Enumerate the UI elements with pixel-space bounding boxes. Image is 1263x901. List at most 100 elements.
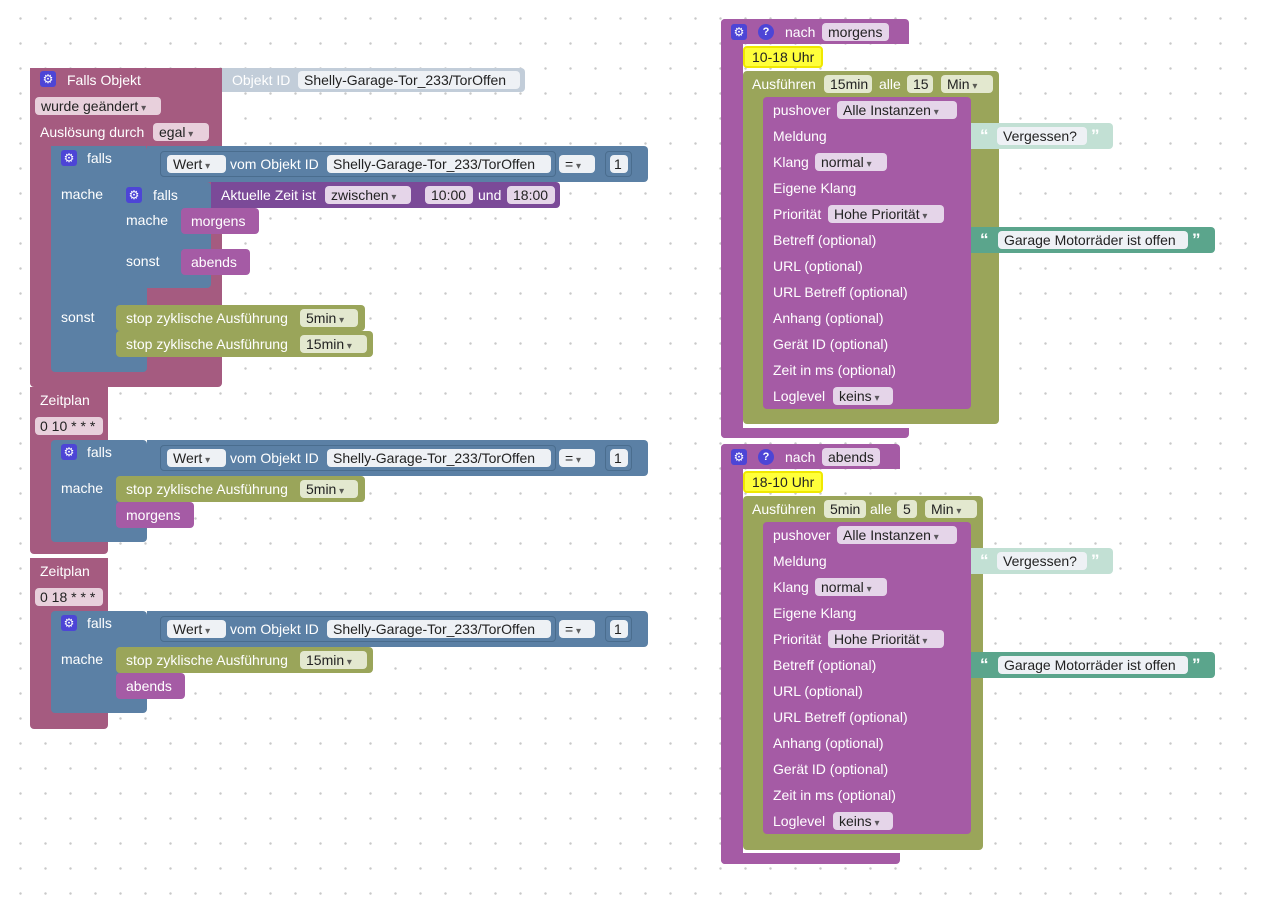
ausloesung-label: Auslösung durch: [40, 124, 145, 140]
pushover-block[interactable]: [763, 522, 971, 834]
pushover-block[interactable]: [763, 97, 971, 409]
unit-dropdown[interactable]: Min: [925, 500, 977, 518]
vom-objekt-label: vom Objekt ID: [230, 450, 319, 466]
help-icon[interactable]: ?: [758, 24, 774, 40]
betreff-field[interactable]: Garage Motorräder ist offen: [998, 231, 1188, 249]
time-compare-label: Aktuelle Zeit ist: [221, 187, 316, 203]
procedure-body: [721, 444, 743, 864]
loglevel-dropdown[interactable]: keins: [833, 387, 893, 405]
number-field[interactable]: 1: [610, 155, 628, 173]
then-label: mache: [61, 480, 104, 496]
wert-dropdown[interactable]: Wert: [167, 620, 226, 638]
procedure-name-field[interactable]: abends: [822, 448, 880, 466]
loglevel-label: Loglevel: [773, 813, 826, 829]
vom-objekt-label: vom Objekt ID: [230, 156, 319, 172]
pushover-label: pushover: [773, 102, 831, 118]
betreff-label: Betreff (optional): [773, 657, 877, 673]
procedure-body: [721, 19, 743, 438]
cron-field[interactable]: 0 18 * * *: [35, 588, 103, 606]
ausfuehren-label: Ausführen: [752, 76, 816, 92]
cron-field[interactable]: 0 10 * * *: [35, 417, 103, 435]
wert-dropdown[interactable]: Wert: [167, 449, 226, 467]
comment-bubble[interactable]: 10-18 Uhr: [743, 46, 824, 68]
interval-field[interactable]: 15: [907, 75, 933, 93]
close-quote-icon: ”: [1091, 126, 1100, 145]
anhang-label: Anhang (optional): [773, 310, 884, 326]
gear-icon[interactable]: ⚙: [731, 449, 747, 465]
object-id-field[interactable]: Shelly-Garage-Tor_233/TorOffen: [327, 620, 551, 638]
stop-timer-dropdown[interactable]: 5min: [300, 309, 358, 327]
prioritaet-label: Priorität: [773, 631, 822, 647]
call-morgens-block[interactable]: [181, 208, 259, 234]
instance-dropdown[interactable]: Alle Instanzen: [837, 526, 957, 544]
klang-label: Klang: [773, 154, 809, 170]
procedure-footer: [721, 428, 909, 438]
prioritaet-dropdown[interactable]: Hohe Priorität: [828, 630, 944, 648]
ausloesung-dropdown[interactable]: egal: [153, 123, 209, 141]
prioritaet-dropdown[interactable]: Hohe Priorität: [828, 205, 944, 223]
url-betreff-label: URL Betreff (optional): [773, 709, 908, 725]
open-quote-icon: “: [980, 551, 989, 570]
close-quote-icon: ”: [1192, 655, 1201, 674]
interval-field[interactable]: 5: [897, 500, 917, 518]
meldung-label: Meldung: [773, 553, 827, 569]
wert-dropdown[interactable]: Wert: [167, 155, 226, 173]
loglevel-dropdown[interactable]: keins: [833, 812, 893, 830]
gear-icon[interactable]: ⚙: [731, 24, 747, 40]
then-label: mache: [61, 651, 104, 667]
gear-icon[interactable]: ⚙: [61, 444, 77, 460]
loglevel-label: Loglevel: [773, 388, 826, 404]
unit-dropdown[interactable]: Min: [941, 75, 993, 93]
close-quote-icon: ”: [1192, 230, 1201, 249]
stop-timer-dropdown[interactable]: 15min: [300, 335, 367, 353]
call-morgens-label: morgens: [126, 507, 181, 523]
time-mode-dropdown[interactable]: zwischen: [325, 186, 411, 204]
procedure-name-field[interactable]: morgens: [822, 23, 889, 41]
pushover-label: pushover: [773, 527, 831, 543]
operator-dropdown[interactable]: =: [559, 155, 595, 173]
number-field[interactable]: 1: [610, 449, 628, 467]
alle-label: alle: [879, 76, 901, 92]
meldung-field[interactable]: Vergessen?: [997, 127, 1087, 145]
close-quote-icon: ”: [1091, 551, 1100, 570]
instance-dropdown[interactable]: Alle Instanzen: [837, 101, 957, 119]
stop-timer-dropdown[interactable]: 15min: [300, 651, 367, 669]
inner-if-label: falls: [153, 187, 178, 203]
trigger-block-footer: [30, 376, 222, 387]
help-icon[interactable]: ?: [758, 449, 774, 465]
timer-name-field[interactable]: 5min: [824, 500, 866, 518]
gear-icon[interactable]: ⚙: [126, 187, 142, 203]
geraet-label: Gerät ID (optional): [773, 336, 889, 352]
gear-icon[interactable]: ⚙: [61, 615, 77, 631]
procedure-nach-label: nach: [785, 24, 816, 40]
number-field[interactable]: 1: [610, 620, 628, 638]
klang-dropdown[interactable]: normal: [815, 153, 887, 171]
open-quote-icon: “: [980, 230, 989, 249]
call-morgens-label: morgens: [191, 213, 246, 229]
vom-objekt-label: vom Objekt ID: [230, 621, 319, 637]
url-betreff-label: URL Betreff (optional): [773, 284, 908, 300]
call-abends-block[interactable]: [181, 249, 250, 275]
klang-label: Klang: [773, 579, 809, 595]
stop-timer-dropdown[interactable]: 5min: [300, 480, 358, 498]
comment-bubble[interactable]: 18-10 Uhr: [743, 471, 824, 493]
betreff-field[interactable]: Garage Motorräder ist offen: [998, 656, 1188, 674]
meldung-field[interactable]: Vergessen?: [997, 552, 1087, 570]
timer-name-field[interactable]: 15min: [824, 75, 872, 93]
gear-icon[interactable]: ⚙: [40, 71, 56, 87]
eigene-klang-label: Eigene Klang: [773, 180, 857, 196]
gear-icon[interactable]: ⚙: [61, 150, 77, 166]
call-abends-block[interactable]: [116, 673, 185, 699]
object-id-field[interactable]: Shelly-Garage-Tor_233/TorOffen: [327, 449, 551, 467]
call-morgens-block[interactable]: [116, 502, 194, 528]
object-id-field[interactable]: Shelly-Garage-Tor_233/TorOffen: [327, 155, 551, 173]
change-dropdown[interactable]: wurde geändert: [35, 97, 161, 115]
time-from-field[interactable]: 10:00: [425, 186, 473, 204]
call-abends-label: abends: [191, 254, 237, 270]
klang-dropdown[interactable]: normal: [815, 578, 887, 596]
time-to-field[interactable]: 18:00: [507, 186, 555, 204]
meldung-label: Meldung: [773, 128, 827, 144]
operator-dropdown[interactable]: =: [559, 449, 595, 467]
operator-dropdown[interactable]: =: [559, 620, 595, 638]
object-id-field[interactable]: Shelly-Garage-Tor_233/TorOffen: [298, 71, 520, 89]
